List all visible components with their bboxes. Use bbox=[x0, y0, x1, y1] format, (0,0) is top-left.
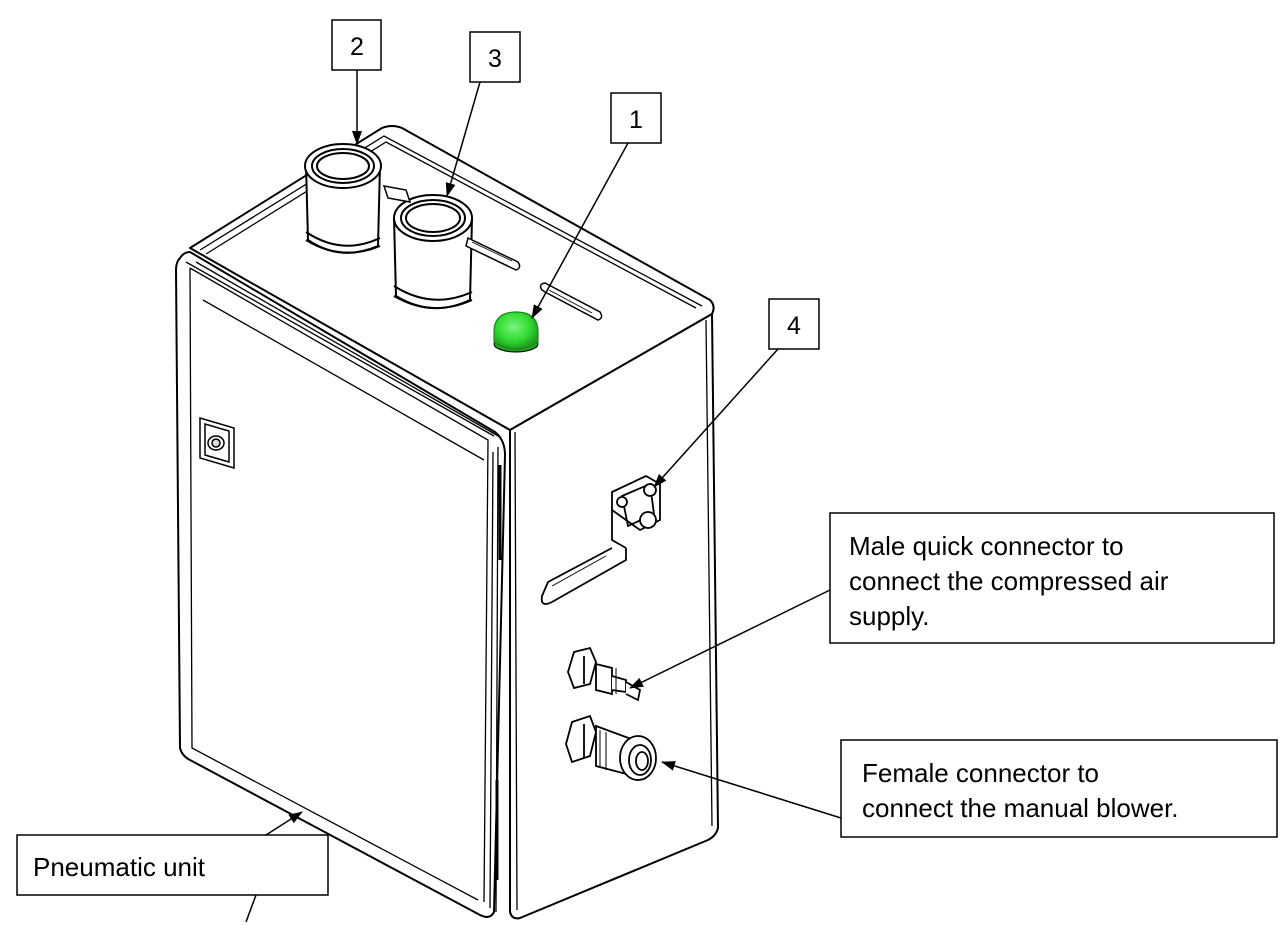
male-quick-connector bbox=[567, 646, 642, 702]
callout-3-leader bbox=[445, 81, 481, 197]
callout-male-connector-line-1: Male quick connector to bbox=[849, 531, 1124, 561]
callout-male-connector: Male quick connector to connect the comp… bbox=[629, 512, 1275, 689]
enclosure-front-door bbox=[175, 251, 506, 918]
callout-male-connector-line-3: supply. bbox=[849, 601, 929, 631]
label-plate-b bbox=[465, 236, 521, 271]
callout-4-label: 4 bbox=[787, 312, 801, 340]
door-frame-lines bbox=[185, 135, 713, 913]
callout-1-label: 1 bbox=[629, 106, 643, 134]
callout-2: 2 bbox=[331, 19, 382, 145]
callout-pneumatic-unit-leader-top bbox=[265, 811, 303, 836]
label-plate-a bbox=[382, 185, 412, 203]
callout-4: 4 bbox=[653, 298, 820, 488]
callout-female-connector-box bbox=[840, 739, 1278, 838]
callout-pneumatic-unit-leader bbox=[245, 894, 257, 923]
callout-male-connector-line-2: connect the compressed air bbox=[849, 566, 1169, 596]
callout-1: 1 bbox=[531, 92, 662, 319]
callout-pneumatic-unit-box bbox=[16, 834, 329, 896]
green-indicator-lamp bbox=[493, 311, 539, 353]
lever-valve bbox=[540, 474, 661, 605]
callout-4-box bbox=[768, 298, 820, 350]
callout-female-connector-line-2: connect the manual blower. bbox=[862, 793, 1179, 823]
callout-4-leader bbox=[653, 348, 779, 488]
top-label-plates bbox=[382, 185, 603, 321]
callout-pneumatic-unit-label: Pneumatic unit bbox=[33, 852, 206, 882]
callout-female-connector: Female connector to connect the manual b… bbox=[661, 739, 1278, 838]
callout-3: 3 bbox=[445, 31, 521, 197]
callout-male-connector-box bbox=[829, 512, 1275, 644]
callout-2-label: 2 bbox=[350, 33, 364, 61]
door-lock bbox=[199, 416, 235, 470]
callout-pneumatic-unit: Pneumatic unit bbox=[16, 811, 329, 923]
callout-3-label: 3 bbox=[488, 45, 502, 73]
top-cylinder-3 bbox=[392, 194, 474, 310]
callout-male-connector-leader bbox=[629, 589, 831, 689]
callout-female-connector-leader bbox=[661, 761, 842, 819]
callout-1-leader bbox=[531, 142, 629, 319]
callout-female-connector-line-1: Female connector to bbox=[862, 758, 1099, 788]
callout-2-box bbox=[331, 19, 382, 71]
female-connector bbox=[565, 714, 657, 781]
callout-1-box bbox=[610, 92, 662, 144]
top-cylinder-2 bbox=[304, 143, 382, 254]
callout-3-box bbox=[469, 31, 521, 83]
